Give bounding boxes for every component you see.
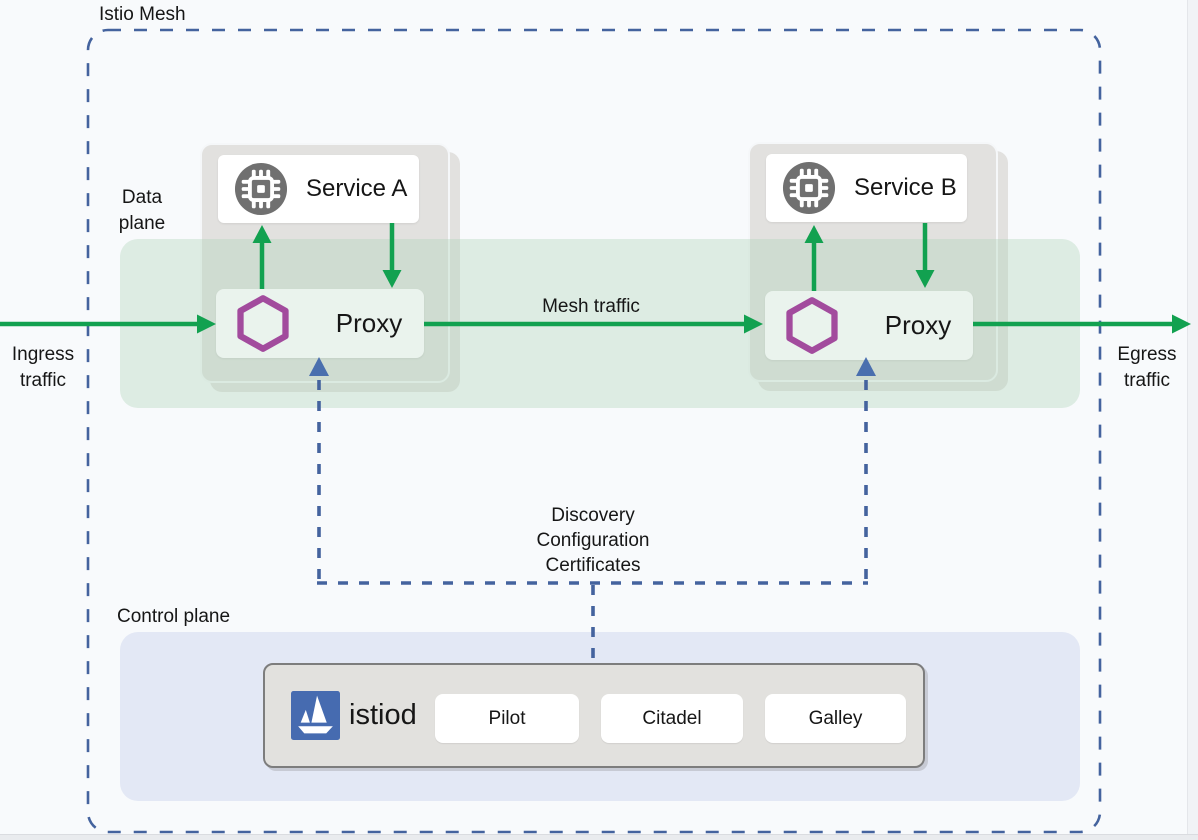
citadel-component: Citadel	[601, 694, 743, 743]
data-plane-label-line1: Data	[121, 187, 163, 208]
service-a-name: Service A	[306, 175, 408, 202]
egress-label-line1: Egress	[1117, 344, 1177, 365]
service-b-card: Service B	[766, 154, 967, 222]
sidecar-hexagon-icon	[785, 296, 839, 355]
istiod-logo-icon	[291, 691, 340, 740]
proxy-b-box: Proxy	[765, 291, 973, 360]
egress-label-line2: traffic	[1123, 370, 1171, 391]
control-plane-label: Control plane	[117, 606, 231, 627]
service-b-name: Service B	[854, 174, 957, 201]
ingress-label-line1: Ingress	[11, 344, 75, 365]
pilot-component: Pilot	[435, 694, 579, 743]
sidecar-hexagon-icon	[236, 294, 290, 353]
control-channel-line2: Configuration	[536, 530, 650, 551]
data-plane-label-line2: plane	[118, 213, 166, 234]
egress-traffic-label: Egress traffic	[1104, 342, 1190, 394]
control-channel-line1: Discovery	[551, 505, 635, 526]
ingress-label-line2: traffic	[19, 370, 67, 391]
ingress-traffic-label: Ingress traffic	[0, 342, 86, 394]
istiod-label: istiod	[349, 699, 417, 731]
control-channel-label: Discovery Configuration Certificates	[493, 503, 693, 578]
proxy-a-label: Proxy	[335, 308, 403, 338]
proxy-a-box: Proxy	[216, 289, 424, 358]
service-a-card: Service A	[218, 155, 419, 223]
mesh-traffic-label: Mesh traffic	[542, 296, 640, 317]
data-plane-label: Data plane	[102, 185, 182, 237]
window-bottom-edge	[0, 834, 1198, 840]
istiod-box: istiod Pilot Citadel Galley	[263, 663, 925, 768]
proxy-b-label: Proxy	[884, 310, 952, 340]
istio-mesh-label: Istio Mesh	[99, 4, 186, 25]
service-chip-icon	[782, 161, 836, 215]
window-right-edge	[1187, 0, 1198, 840]
galley-component: Galley	[765, 694, 906, 743]
control-channel-line3: Certificates	[545, 555, 641, 576]
service-chip-icon	[234, 162, 288, 216]
